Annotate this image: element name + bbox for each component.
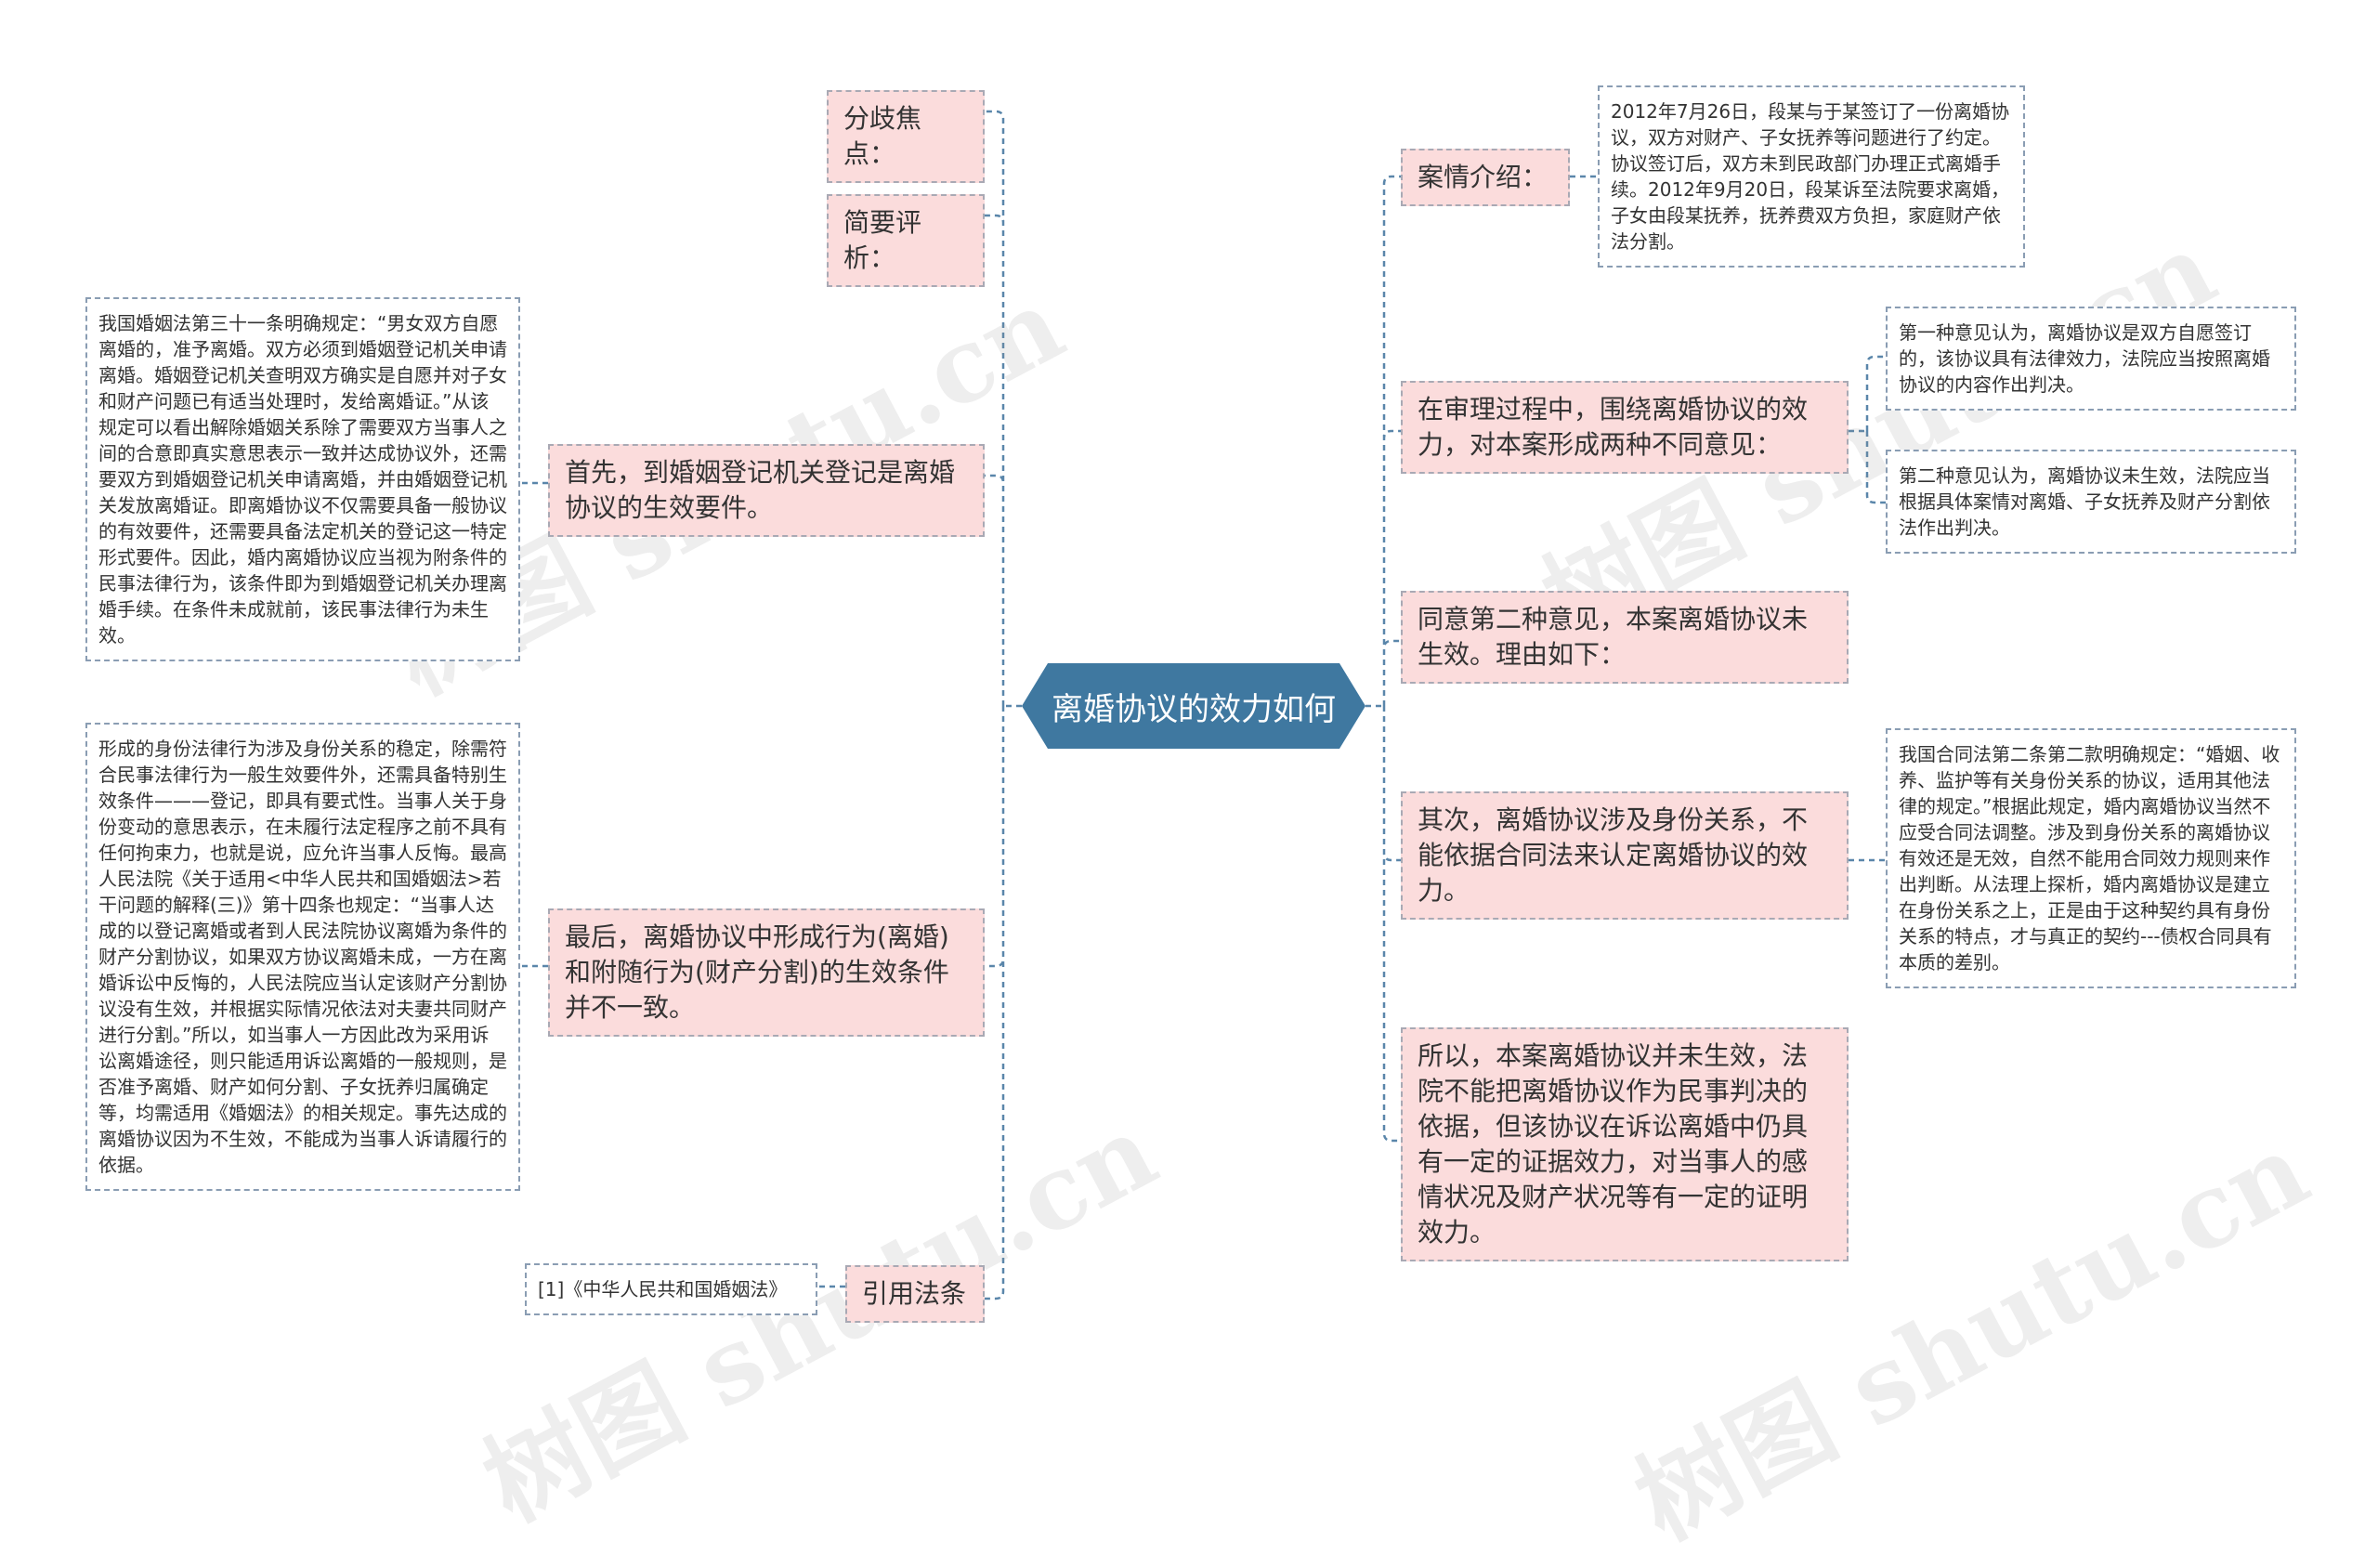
leaf-case-detail[interactable]: 2012年7月26日，段某与于某签订了一份离婚协议，双方对财产、子女抚养等问题进… (1598, 85, 2025, 268)
leaf-last-detail[interactable]: 形成的身份法律行为涉及身份关系的稳定，除需符合民事法律行为一般生效要件外，还需具… (85, 723, 520, 1191)
node-citation[interactable]: 引用法条 (845, 1265, 985, 1323)
central-topic[interactable]: 离婚协议的效力如何 (1022, 663, 1365, 749)
node-first-point[interactable]: 首先，到婚姻登记机关登记是离婚协议的生效要件。 (548, 444, 985, 537)
node-conclusion[interactable]: 所以，本案离婚协议并未生效，法院不能把离婚协议作为民事判决的依据，但该协议在诉讼… (1401, 1027, 1849, 1261)
central-topic-label: 离婚协议的效力如何 (1052, 690, 1336, 728)
mindmap-connectors (520, 110, 1886, 1300)
leaf-view-two[interactable]: 第二种意见认为，离婚协议未生效，法院应当根据具体案情对离婚、子女抚养及财产分割依… (1886, 450, 2296, 554)
node-second-point[interactable]: 其次，离婚协议涉及身份关系，不能依据合同法来认定离婚协议的效力。 (1401, 791, 1849, 920)
leaf-second-detail[interactable]: 我国合同法第二条第二款明确规定：“婚姻、收养、监护等有关身份关系的协议，适用其他… (1886, 728, 2296, 988)
node-trial-views[interactable]: 在审理过程中，围绕离婚协议的效力，对本案形成两种不同意见： (1401, 381, 1849, 474)
node-analysis[interactable]: 简要评析： (827, 194, 985, 287)
node-dispute[interactable]: 分歧焦点： (827, 90, 985, 183)
leaf-view-one[interactable]: 第一种意见认为，离婚协议是双方自愿签订的，该协议具有法律效力，法院应当按照离婚协… (1886, 307, 2296, 411)
right-trunk-line (1365, 175, 1401, 1143)
views-line (1849, 355, 1886, 504)
left-trunk-line (985, 110, 1022, 1300)
node-agree[interactable]: 同意第二种意见，本案离婚协议未生效。理由如下： (1401, 591, 1849, 684)
node-last-point[interactable]: 最后，离婚协议中形成行为(离婚)和附随行为(财产分割)的生效条件并不一致。 (548, 908, 985, 1037)
leaf-citation-detail[interactable]: [1]《中华人民共和国婚姻法》 (525, 1263, 817, 1315)
leaf-first-detail[interactable]: 我国婚姻法第三十一条明确规定：“男女双方自愿离婚的，准予离婚。双方必须到婚姻登记… (85, 297, 520, 661)
node-case-intro[interactable]: 案情介绍： (1401, 149, 1570, 206)
